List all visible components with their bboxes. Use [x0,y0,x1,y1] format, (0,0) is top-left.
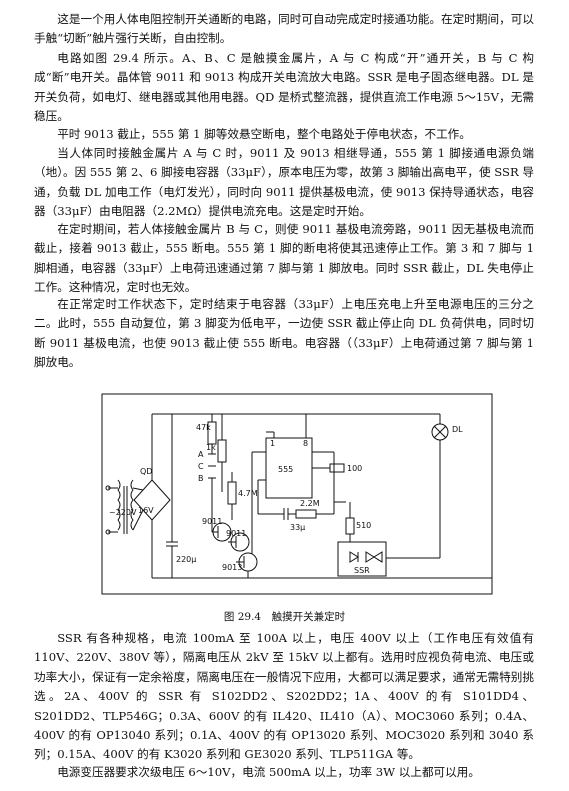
figure-caption: 图 29.4 触摸开关兼定时 [223,611,346,623]
paragraph-idle-state: 平时 9013 截止，555 第 1 脚等效悬空断电，整个电路处于停电状态，不工… [57,127,471,141]
label-pin8: 8 [303,439,308,448]
label-dl: DL [452,425,463,434]
label-b: B [198,474,204,483]
circuit-diagram: QD ~220V 16V 47k 1k 4.7M 2.2M 100 510 22… [101,393,493,595]
label-r47k: 47k [196,423,211,432]
label-r22m: 2.2M [300,499,320,508]
label-q3: 9013 [222,563,242,572]
label-ac-in: ~220V [109,508,137,517]
label-ic: 555 [278,465,293,474]
paragraph-ssr-specs: SSR 有各种规格，电流 100mA 至 100A 以上，电压 400V 以上（… [34,631,534,762]
paragraph-timeout: 在正常定时工作状态下，定时结束于电容器（33μF）上电压充电上升至电源电压的三分… [34,297,534,370]
label-c33: 33μ [290,523,305,532]
paragraph-circuit-overview: 电路如图 29.4 所示。A、B、C 是触摸金属片，A 与 C 构成“开”通开关… [34,51,534,124]
label-r100: 100 [347,464,362,473]
label-r47m: 4.7M [238,489,258,498]
paragraph-transformer: 电源变压器要求次级电压 6～10V，电流 500mA 以上，功率 3W 以上都可… [57,765,480,779]
label-r1k: 1k [206,443,216,452]
label-qd: QD [140,467,152,476]
label-q1: 9011 [202,517,222,526]
label-pin1: 1 [270,439,275,448]
paragraph-manual-off: 在定时期间，若人体接触金属片 B 与 C，则使 9011 基极电流旁路，9011… [34,222,534,295]
paragraph-intro: 这是一个用人体电阻控制开关通断的电路，同时可自动完成定时接通功能。在定时期间，可… [34,12,534,46]
label-ssr: SSR [354,566,370,575]
label-a: A [198,450,204,459]
label-ac-out: 16V [138,506,154,515]
label-c220: 220μ [176,555,196,564]
label-r510: 510 [356,521,371,530]
label-c: C [198,462,204,471]
paragraph-turn-on: 当人体同时接触金属片 A 与 C 时，9011 及 9013 相继导通，555 … [34,146,534,219]
label-q2: 9011 [226,529,246,538]
